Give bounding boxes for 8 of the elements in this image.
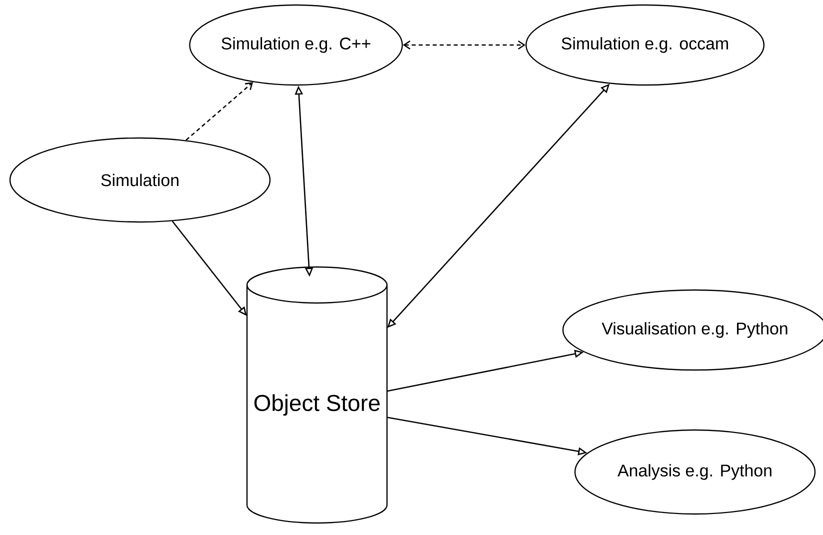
ellipse-node: Analysis e.g. Python	[574, 429, 816, 515]
ellipse-node: Simulation e.g. C++	[189, 4, 403, 86]
arrow	[186, 82, 254, 141]
ellipse-node: Simulation e.g. occam	[525, 4, 765, 86]
ellipse-node: Simulation	[9, 137, 271, 223]
arrow	[402, 40, 526, 50]
cylinder-node: Object Store	[246, 266, 388, 524]
node-label: Object Store	[254, 394, 380, 416]
